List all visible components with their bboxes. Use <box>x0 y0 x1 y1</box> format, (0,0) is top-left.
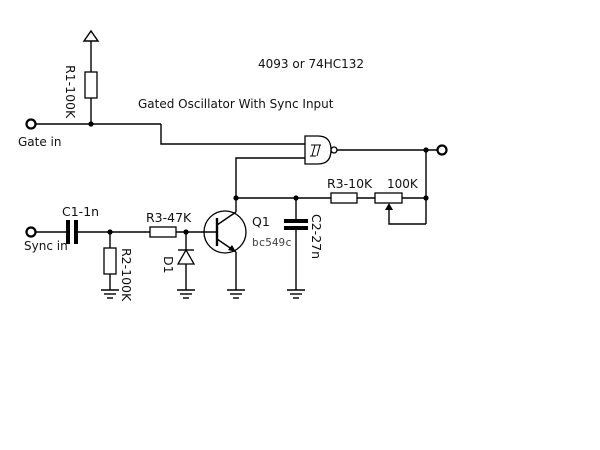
wire-gate-nand-in1 <box>160 124 305 145</box>
c2-label: C2-27n <box>309 214 324 259</box>
output-terminal <box>436 144 448 156</box>
r1-label: R1-100K <box>63 65 78 119</box>
q1-part-label: bc549c <box>252 236 292 249</box>
capacitor-c1 <box>66 220 78 244</box>
ground-symbol-c2 <box>287 289 305 299</box>
pot-label: 100K <box>387 177 419 191</box>
gate-in-label: Gate in <box>18 135 62 149</box>
resistor-r3-base <box>149 226 177 238</box>
capacitor-c2 <box>284 219 308 230</box>
sync-in-terminal <box>25 226 37 238</box>
gate-in-terminal <box>25 118 37 130</box>
ground-symbol-q1 <box>227 289 245 299</box>
d1-label: D1 <box>161 256 176 274</box>
r3-feedback-label: R3-10K <box>327 176 373 191</box>
r2-label: R2-100K <box>119 248 134 302</box>
nand-schmitt-gate <box>304 135 338 165</box>
pot-wiper-arrow <box>385 203 393 210</box>
supply-symbol <box>82 29 100 72</box>
junction-pot <box>423 195 429 201</box>
transistor-q1 <box>203 210 247 254</box>
r3-base-label: R3-47K <box>146 210 192 225</box>
diagram-title: Gated Oscillator With Sync Input <box>138 97 334 111</box>
sync-in-label: Sync in <box>24 239 68 253</box>
emitter-arrow <box>228 245 236 252</box>
wire-nand-in2 <box>235 157 305 198</box>
ground-symbol-r2 <box>101 289 119 299</box>
junction-gate <box>88 121 94 127</box>
resistor-r2 <box>103 247 117 275</box>
resistor-r3-feedback <box>330 192 358 204</box>
c1-label: C1-1n <box>62 204 99 219</box>
diode-d1 <box>176 248 196 265</box>
resistor-r1 <box>84 71 98 99</box>
q1-label: Q1 <box>252 214 270 229</box>
schmitt-icon <box>310 144 321 157</box>
chip-label: 4093 or 74HC132 <box>258 57 364 71</box>
ground-symbol-d1 <box>177 289 195 299</box>
